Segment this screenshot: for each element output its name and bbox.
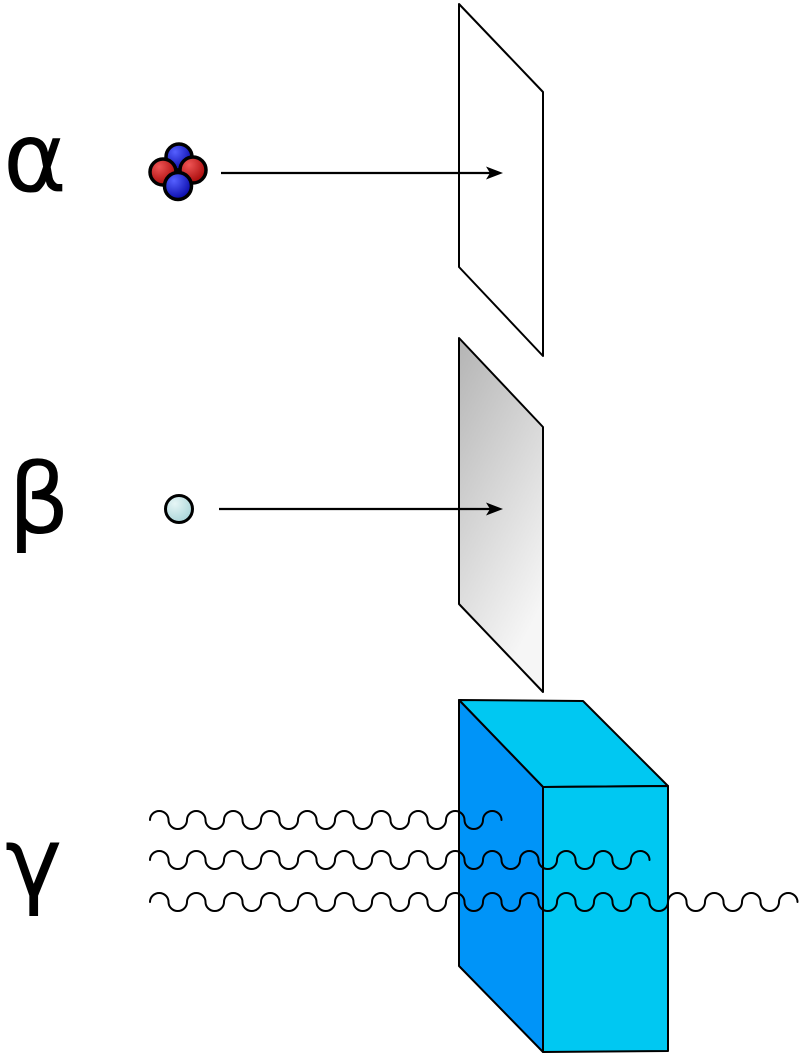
- lead-block-front-face: [542, 785, 669, 1053]
- paper-sheet: [458, 3, 544, 357]
- alpha-nucleon-blue-bottom: [162, 170, 194, 202]
- alpha-particle-icon: [148, 142, 208, 202]
- gamma-wave-middle: [149, 850, 651, 870]
- metal-sheet: [458, 337, 544, 693]
- beta-particle-icon: [164, 494, 194, 524]
- gamma-label: γ: [5, 806, 62, 919]
- gamma-wave-bottom: [149, 892, 799, 912]
- beta-label: β: [8, 443, 70, 556]
- gamma-wave-top: [149, 810, 503, 830]
- beta-arrow-head: [486, 502, 503, 516]
- alpha-label: α: [3, 101, 67, 214]
- alpha-arrow-head: [486, 166, 503, 180]
- lead-block: [458, 699, 669, 1053]
